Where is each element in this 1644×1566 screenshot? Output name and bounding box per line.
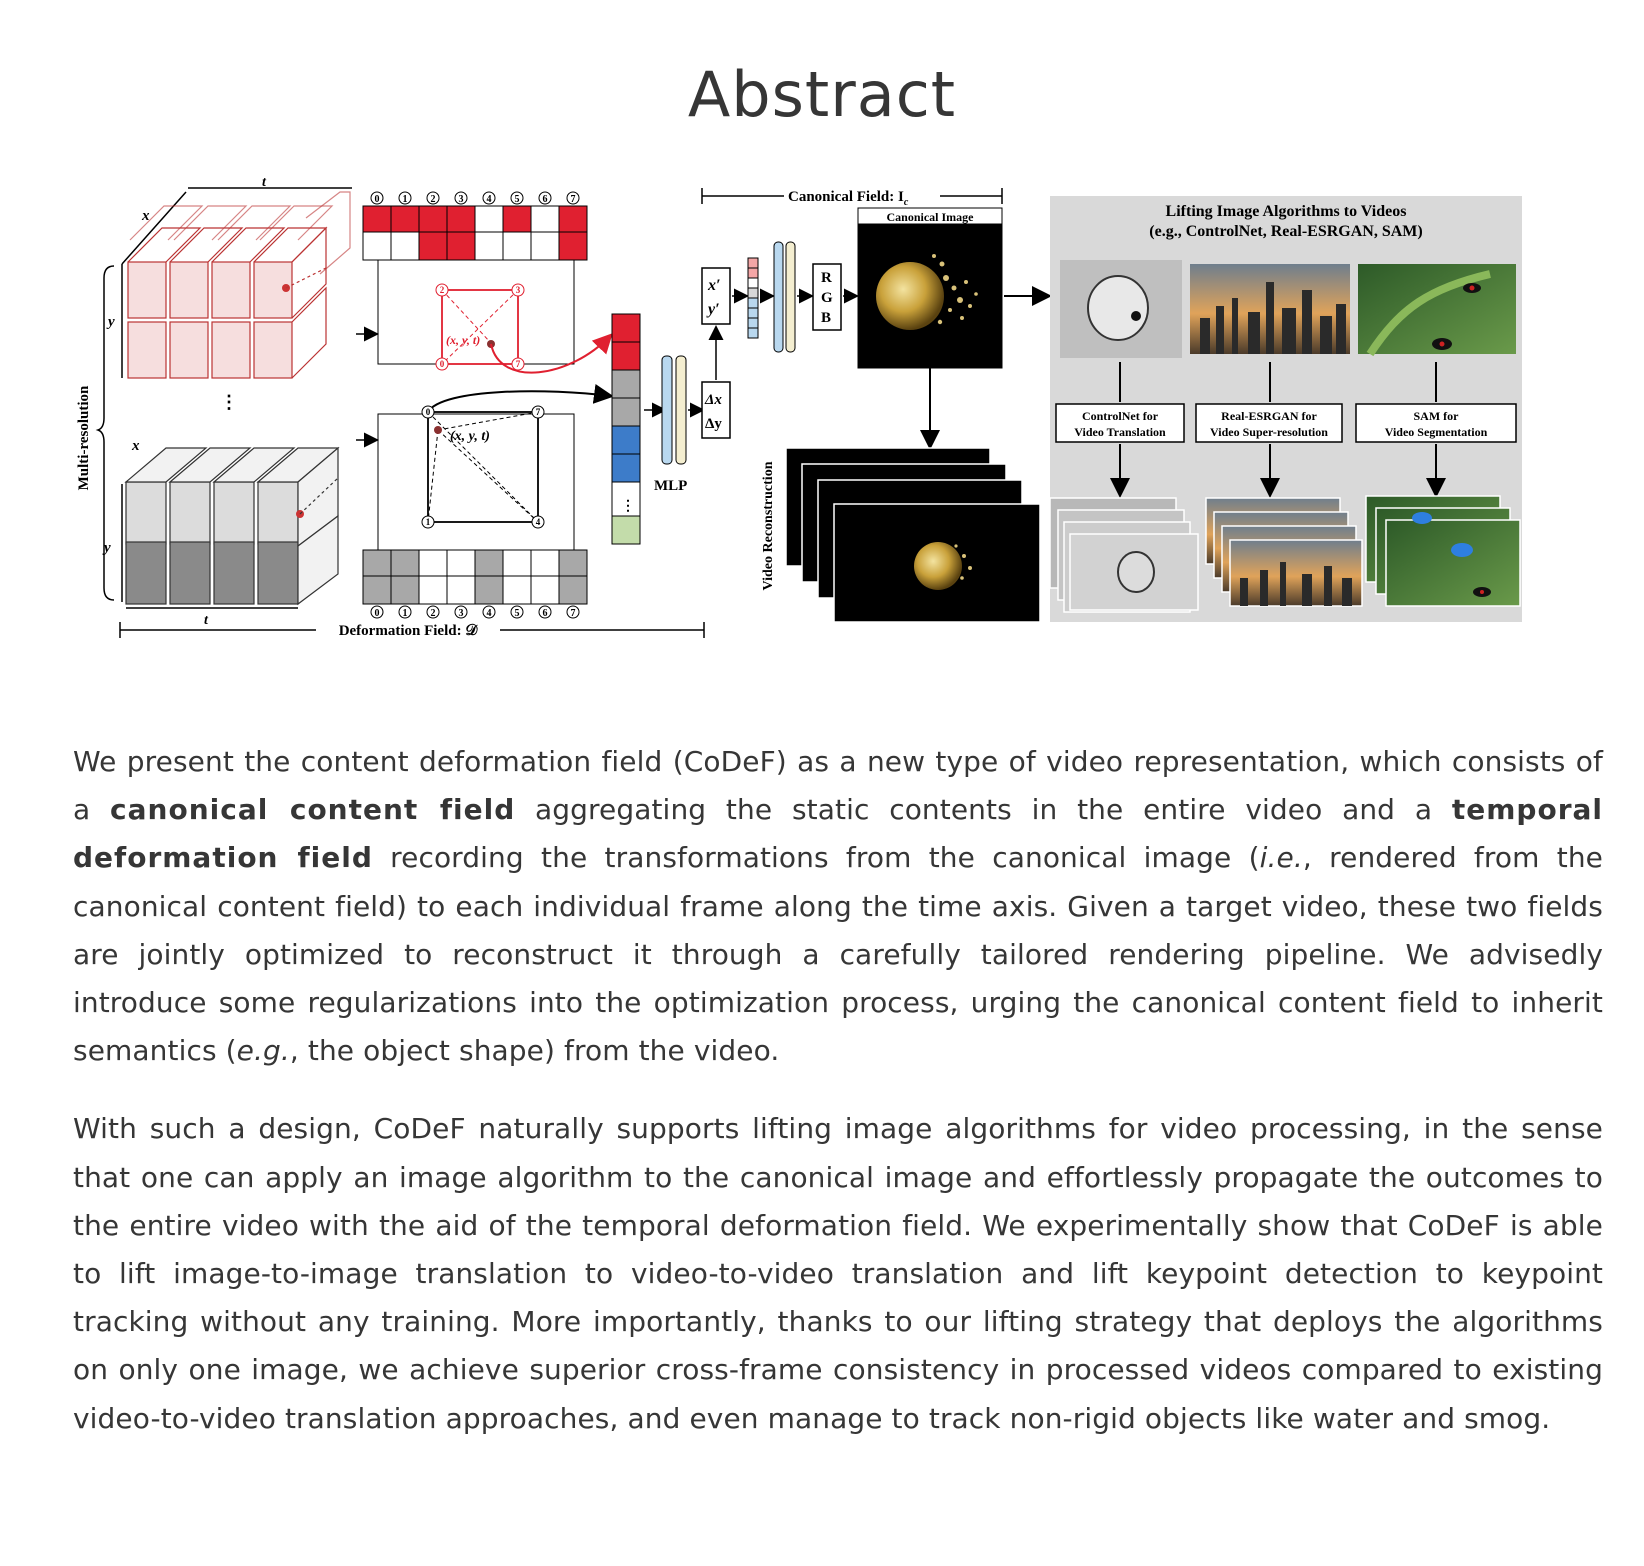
lifting-title-1: Lifting Image Algorithms to Videos: [1166, 203, 1407, 220]
canonical-image-label: Canonical Image: [887, 210, 975, 224]
canonical-image: Canonical Image: [857, 207, 1003, 369]
bottom-hash-grid: x y t: [102, 438, 340, 628]
axis-t-label-top: t: [262, 178, 267, 190]
svg-text:0: 0: [375, 608, 380, 619]
svg-text:7: 7: [571, 608, 576, 619]
box-esrgan-line1: Real-ESRGAN for: [1221, 409, 1317, 423]
svg-text:0: 0: [440, 359, 445, 369]
video-reconstruction-frames: [785, 447, 1041, 623]
delta-y-label: Δy: [705, 416, 722, 432]
svg-text:7: 7: [516, 359, 521, 369]
delta-x-label: Δx: [704, 392, 722, 408]
svg-text:5: 5: [515, 608, 520, 619]
video-reconstruction-label: Video Reconstruction: [761, 461, 776, 590]
x-prime-label: x′: [707, 277, 721, 294]
svg-text:0: 0: [375, 194, 380, 205]
svg-text:2: 2: [431, 194, 436, 205]
axis-x-label-bottom: x: [131, 438, 140, 454]
mlp-label: MLP: [654, 478, 687, 494]
term-temporal-deformation-field: temporal deformation field: [73, 793, 1604, 875]
sample-point-label-red: (x, y, t): [446, 333, 480, 347]
axis-y-label-bottom: y: [102, 540, 111, 556]
top-hash-grid: t x y: [106, 178, 352, 379]
rgb-r: R: [821, 270, 832, 286]
svg-text:6: 6: [543, 194, 548, 205]
svg-text:2: 2: [440, 285, 445, 295]
svg-text:4: 4: [487, 194, 492, 205]
axis-x-label-top: x: [141, 208, 150, 224]
top-hash-table: 0 1 2 3 4 5 6 7 2 3 0: [362, 191, 613, 374]
svg-text:4: 4: [487, 608, 492, 619]
abstract-paragraph-1: We present the content deformation field…: [73, 745, 1604, 1068]
svg-text:6: 6: [543, 608, 548, 619]
svg-text:Canonical Field: Ic: Canonical Field: Ic: [788, 189, 909, 208]
feature-vector: [611, 313, 641, 545]
rgb-b: B: [821, 310, 831, 326]
sample-point-label: (x, y, t): [450, 429, 490, 444]
rgb-g: G: [821, 290, 833, 306]
svg-text:3: 3: [459, 194, 464, 205]
term-canonical-content-field: canonical content field: [110, 793, 516, 827]
canonical-field-label: Canonical Field: I: [788, 189, 904, 205]
svg-text:0: 0: [426, 407, 431, 417]
svg-text:4: 4: [536, 517, 541, 527]
abstract-body: We present the content deformation field…: [73, 738, 1603, 1473]
svg-text:7: 7: [571, 194, 576, 205]
page-title: Abstract: [687, 58, 957, 131]
svg-text:7: 7: [536, 407, 541, 417]
pipeline-diagram: Multi-resolution t x y ⋮ x y: [76, 178, 1522, 640]
svg-text:1: 1: [403, 194, 408, 205]
svg-text:3: 3: [459, 608, 464, 619]
y-prime-label: y′: [706, 301, 720, 318]
svg-text:2: 2: [431, 608, 436, 619]
box-controlnet-line1: ControlNet for: [1082, 409, 1159, 423]
axis-y-label-top: y: [106, 314, 115, 330]
svg-text:⋮: ⋮: [621, 499, 635, 514]
svg-text:5: 5: [515, 194, 520, 205]
box-controlnet-line2: Video Translation: [1074, 425, 1166, 439]
deformation-field-label: Deformation Field: 𝒟: [339, 623, 479, 639]
axis-t-label-bottom: t: [204, 613, 209, 628]
box-sam-line2: Video Segmentation: [1385, 425, 1488, 439]
abstract-paragraph-2: With such a design, CoDeF naturally supp…: [73, 1112, 1603, 1435]
bottom-hash-table: (x, y, t) 0 7 1 4 0 1 2 3 4 5 6 7: [362, 383, 614, 619]
box-sam-line1: SAM for: [1414, 409, 1460, 423]
svg-text:1: 1: [403, 608, 408, 619]
multi-resolution-label: Multi-resolution: [76, 385, 92, 490]
lifting-panel: Lifting Image Algorithms to Videos (e.g.…: [1049, 196, 1522, 622]
svg-text:1: 1: [426, 517, 431, 527]
svg-text:3: 3: [516, 285, 521, 295]
box-esrgan-line2: Video Super-resolution: [1210, 425, 1328, 439]
svg-text:⋮: ⋮: [220, 392, 238, 412]
lifting-title-2: (e.g., ControlNet, Real-ESRGAN, SAM): [1149, 223, 1422, 240]
canonical-field-sub: c: [904, 197, 909, 208]
method-figure: Multi-resolution t x y ⋮ x y: [70, 178, 1600, 678]
